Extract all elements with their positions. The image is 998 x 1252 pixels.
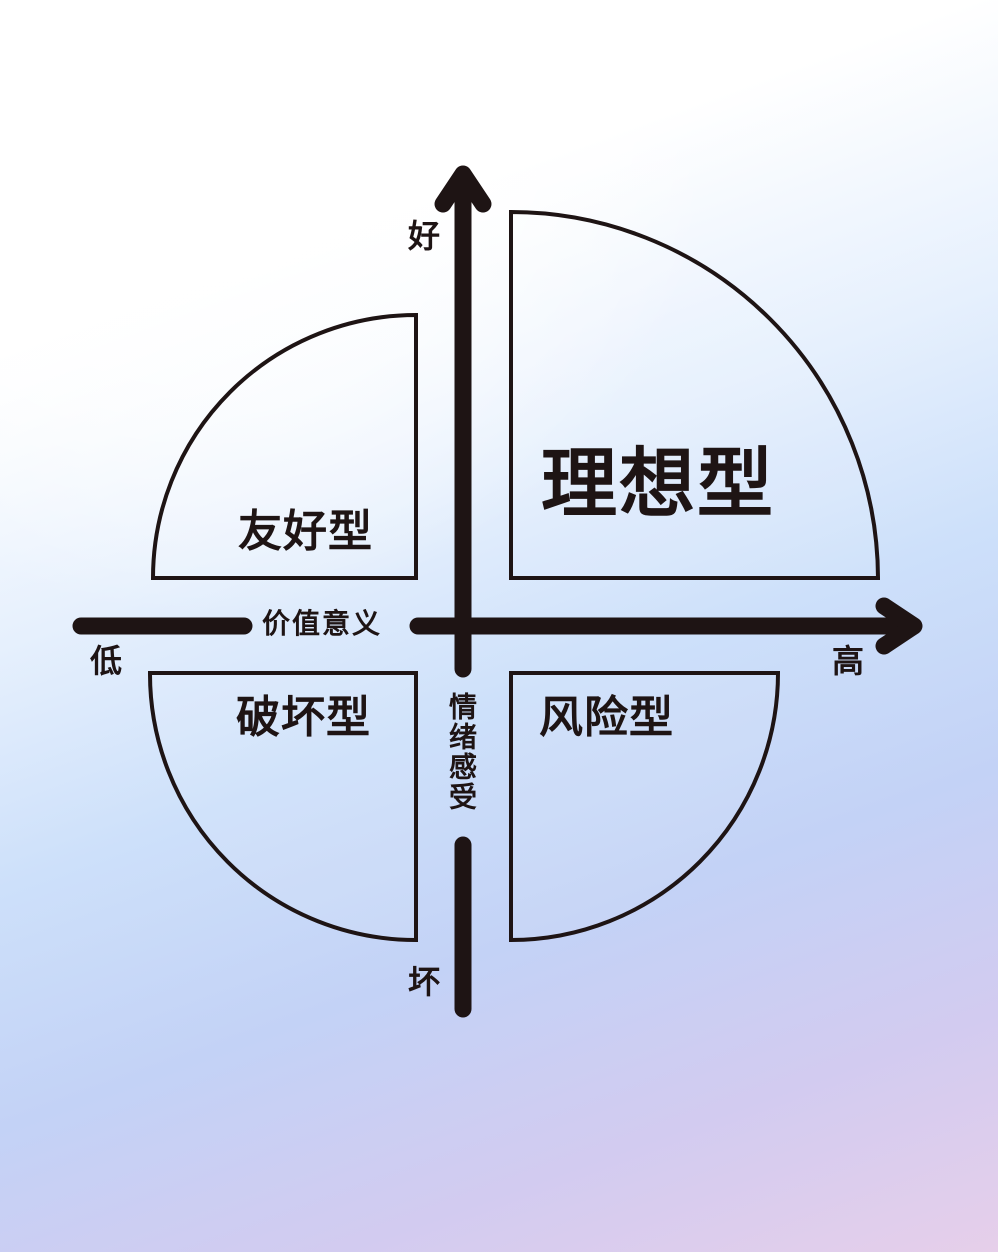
vertical-axis-low-label: 坏: [408, 963, 441, 1001]
horizontal-axis-high-label: 高: [832, 642, 865, 680]
vertical-axis-name: 情绪感受: [445, 692, 478, 812]
quadrant-shape-bottom-right: [509, 671, 781, 943]
quadrant-label-top-right: 理想型: [541, 439, 775, 528]
quadrant-label-bottom-right: 风险型: [539, 692, 674, 743]
vertical-axis-high-label: 好: [408, 217, 441, 255]
horizontal-axis-name: 价值意义: [262, 607, 383, 640]
quadrant-label-top-left: 友好型: [238, 506, 373, 557]
quadrant-shape-bottom-left: [147, 671, 418, 943]
vertical-axis: [434, 165, 492, 1018]
arrow-up-icon: [434, 165, 492, 213]
horizontal-axis: [72, 597, 923, 655]
quadrant-shape-top-right: [509, 209, 881, 580]
quadrant-shape-top-left: [150, 312, 418, 580]
arrow-right-icon: [875, 597, 923, 655]
quadrant-label-bottom-left: 破坏型: [236, 692, 371, 743]
horizontal-axis-low-label: 低: [90, 642, 123, 680]
